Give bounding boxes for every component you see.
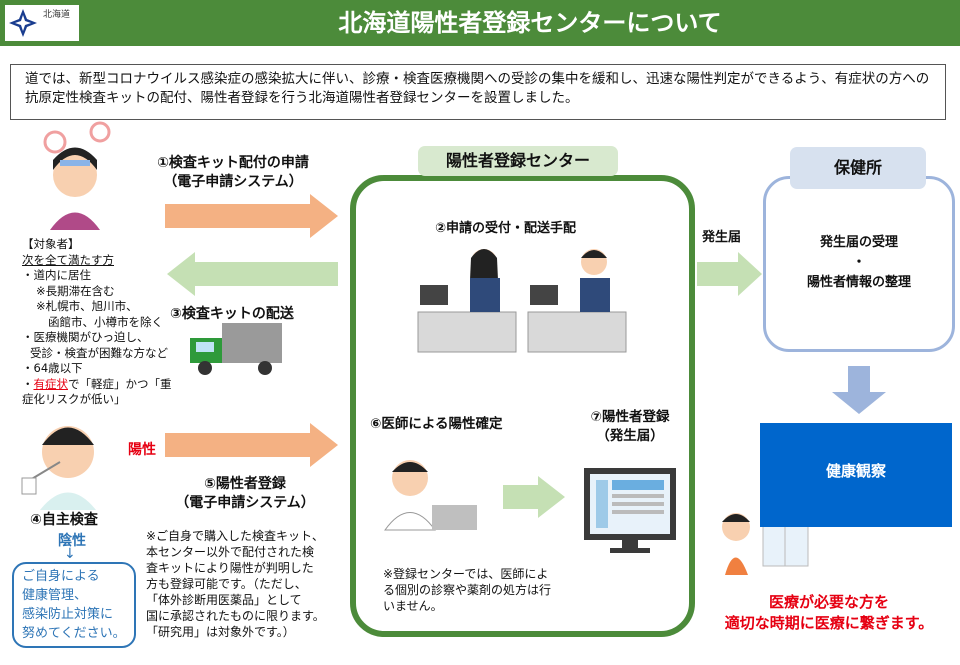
purchase-note-7: 「研究用」は対象外です。） <box>146 625 295 639</box>
step7: ⑦陽性者登録 （発生届） <box>565 408 695 446</box>
closing-line-2: 適切な時期に医療に繋ぎます。 <box>724 614 934 632</box>
step5: ⑤陽性者登録 （電子申請システム） <box>150 475 340 513</box>
intro-text: 道では、新型コロナウイルス感染症の感染拡大に伴い、診療・検査医療機関への受診の集… <box>10 64 946 120</box>
arrow-step1 <box>165 194 338 238</box>
step4: ④自主検査 <box>30 512 98 528</box>
arrow-hasseitodoke <box>697 252 762 296</box>
step1-title: ①検査キット配付の申請 <box>157 155 309 171</box>
neg-line-3: 感染防止対策に <box>22 607 114 622</box>
arrow-step5 <box>165 423 338 467</box>
hokenjo-desc: 発生届の受理 ・ 陽性者情報の整理 <box>765 233 953 293</box>
center-note-3: いません。 <box>383 599 443 613</box>
arrow-step3 <box>167 252 338 296</box>
target-l2: ※長期滞在含む <box>36 283 115 298</box>
step5-title: ⑤陽性者登録 <box>204 476 286 492</box>
hokenjo-line2: 陽性者情報の整理 <box>806 275 911 290</box>
target-l8: ・有症状で「軽症」かつ「重 <box>22 377 182 393</box>
target-l9: 症化リスクが低い」 <box>22 392 126 406</box>
neg-line-2: 健康管理、 <box>22 588 88 603</box>
page-title: 北海道陽性者登録センターについて <box>338 9 722 37</box>
staff-icon-1 <box>417 249 517 353</box>
target-l1: ・道内に居住 <box>22 268 91 282</box>
doctor-icon <box>384 460 477 531</box>
positive-label: 陽性 <box>128 442 156 458</box>
step1-sub: （電子申請システム） <box>163 174 303 190</box>
target-conditions: 【対象者】 次を全て満たす方 ・道内に居住 ※長期滞在含む ※札幌市、旭川市、 … <box>22 237 182 408</box>
neg-line-1: ご自身による <box>22 569 100 584</box>
step3: ③検査キットの配送 <box>170 306 294 322</box>
purchase-note: ※ご自身で購入した検査キット、 本センター以外で配付された検 査キットにより陽性… <box>146 528 346 640</box>
purchase-note-5: 「体外診断用医薬品」として <box>146 593 302 607</box>
step5-sub: （電子申請システム） <box>175 495 315 511</box>
closing-message: 医療が必要な方を 適切な時期に医療に繋ぎます。 <box>700 592 958 634</box>
purchase-note-3: 査キットにより陽性が判明した <box>146 561 314 575</box>
hokenjo-label: 保健所 <box>790 147 926 189</box>
negative-advice-box: ご自身による 健康管理、 感染防止対策に 努めてください。 <box>12 562 136 648</box>
target-l6: 受診・検査が困難な方など <box>30 345 168 360</box>
step7-title: ⑦陽性者登録 <box>590 409 670 425</box>
center-note-2: る個別の診察や薬剤の処方は行 <box>383 583 552 597</box>
center-label: 陽性者登録センター <box>418 146 618 176</box>
target-l8-pre: ・ <box>22 376 34 391</box>
logo-text: 北海道 <box>43 10 71 20</box>
registration-center-frame <box>350 175 695 637</box>
target-l8-red: 有症状 <box>33 376 69 391</box>
target-cond: 次を全て満たす方 <box>22 252 114 267</box>
target-l5: ・医療機関がひっ迫し、 <box>22 330 149 344</box>
center-note-1: ※登録センターでは、医師によ <box>383 567 549 581</box>
purchase-note-4: 方も登録可能です。（ただし、 <box>146 577 307 591</box>
center-note: ※登録センターでは、医師によ る個別の診察や薬剤の処方は行 いません。 <box>383 566 593 614</box>
step7-sub: （発生届） <box>596 428 664 444</box>
target-l3: ※札幌市、旭川市、 <box>36 299 138 313</box>
sick-person-icon <box>43 121 111 230</box>
neg-line-4: 努めてください。 <box>22 626 126 641</box>
purchase-note-6: 国に承認されたものに限ります。 <box>146 609 325 623</box>
target-l8-post: で「軽症」かつ「重 <box>68 376 172 391</box>
target-heading: 【対象者】 <box>22 237 80 251</box>
monitor-icon <box>584 468 676 553</box>
header-bar <box>0 0 960 46</box>
target-l7: ・64歳以下 <box>22 361 83 375</box>
hokkaido-emblem-icon <box>5 5 79 41</box>
purchase-note-1: ※ご自身で購入した検査キット、 <box>146 529 324 543</box>
hokenjo-dot: ・ <box>852 255 866 270</box>
hokenjo-frame <box>763 176 955 352</box>
hokkaido-logo: 北海道 <box>5 5 79 41</box>
closing-line-1: 医療が必要な方を <box>768 593 889 611</box>
arrow-down <box>832 366 886 414</box>
staff-icon-2 <box>527 249 627 353</box>
negative-label: 陰性 <box>58 533 86 549</box>
step1: ①検査キット配付の申請 （電子申請システム） <box>138 154 328 192</box>
negative-arrow: ↓ <box>64 546 76 562</box>
hokenjo-line1: 発生届の受理 <box>819 235 898 250</box>
arrow-6-to-7 <box>503 476 565 518</box>
step2: ②申請の受付・配送手配 <box>435 221 577 236</box>
hasseitodoke-label: 発生届 <box>702 230 742 245</box>
target-l4: 函館市、小樽市を除く <box>48 314 163 329</box>
truck-icon <box>190 323 282 375</box>
health-observation-box: 健康観察 <box>760 423 952 527</box>
self-test-person-icon <box>21 426 96 510</box>
step6: ⑥医師による陽性確定 <box>370 416 503 432</box>
purchase-note-2: 本センター以外で配付された検 <box>146 545 315 559</box>
